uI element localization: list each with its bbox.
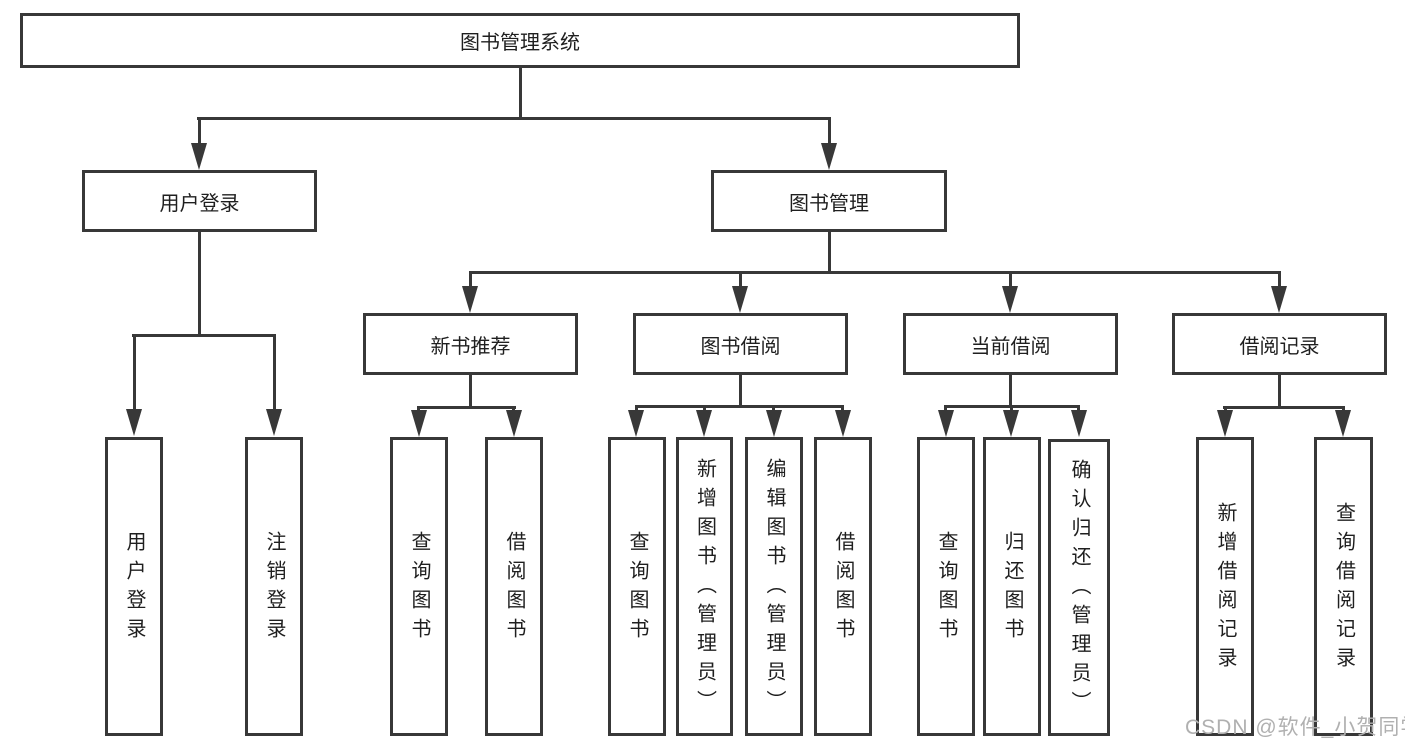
arrowhead-rec-add — [1217, 410, 1233, 437]
arrowhead-logout — [266, 409, 282, 436]
csdn-watermark: CSDN @软件_小贺同学 — [1185, 716, 1405, 739]
connector-newbooks-stem — [469, 375, 472, 408]
arrowhead-cur-query — [938, 410, 954, 437]
connector-bookmgmt-drop — [828, 117, 831, 147]
connector-login-drop — [133, 334, 136, 410]
leaf-user-login: 用户登录 — [105, 437, 163, 736]
connector-records-drop — [1278, 271, 1281, 288]
connector-borrow-rail — [635, 405, 844, 408]
arrowhead-current — [1002, 286, 1018, 313]
arrowhead-nb-borrow — [506, 410, 522, 437]
connector-current-stem — [1009, 375, 1012, 408]
connector-bw-add-drop — [703, 405, 706, 412]
connector-userlogin-rail — [132, 334, 276, 337]
arrowhead-bw-add — [696, 410, 712, 437]
connector-logout-drop — [273, 334, 276, 410]
connector-bw-edit-drop — [772, 405, 775, 412]
arrowhead-login — [126, 409, 142, 436]
arrowhead-cur-confirm — [1071, 410, 1087, 437]
connector-bw-query-drop — [635, 405, 638, 412]
connector-bookmgmt-rail — [469, 271, 1281, 274]
node-system-root: 图书管理系统 — [20, 13, 1020, 68]
leaf-bw-query-books: 查询图书 — [608, 437, 666, 736]
leaf-rec-query-borrow-record: 查询借阅记录 — [1314, 437, 1373, 736]
connector-userlogin-drop — [198, 117, 201, 147]
node-book-borrow: 图书借阅 — [633, 313, 848, 375]
connector-newbooks-rail — [417, 406, 516, 409]
connector-bw-borrow-drop — [841, 405, 844, 412]
leaf-nb-borrow-books: 借阅图书 — [485, 437, 543, 736]
connector-nb-borrow-drop — [512, 406, 515, 413]
connector-userlogin-stem — [198, 232, 201, 334]
connector-cur-return-drop — [1010, 405, 1013, 412]
arrowhead-cur-return — [1003, 410, 1019, 437]
arrowhead-userlogin — [191, 143, 207, 170]
arrowhead-bookmgmt — [821, 143, 837, 170]
leaf-bw-borrow-books: 借阅图书 — [814, 437, 872, 736]
node-user-login: 用户登录 — [82, 170, 317, 232]
connector-current-drop — [1009, 271, 1012, 288]
leaf-bw-edit-books-admin: 编辑图书（管理员） — [745, 437, 803, 736]
connector-borrow-stem — [739, 375, 742, 408]
connector-root-stem — [519, 66, 522, 118]
arrowhead-bw-query — [628, 410, 644, 437]
connector-newbooks-drop — [469, 271, 472, 288]
leaf-bw-add-books-admin: 新增图书（管理员） — [676, 437, 733, 736]
connector-records-stem — [1278, 375, 1281, 408]
leaf-cur-return-books: 归还图书 — [983, 437, 1041, 736]
connector-rec-query-drop — [1342, 406, 1345, 413]
connector-bookmgmt-stem — [828, 232, 831, 272]
connector-cur-query-drop — [944, 405, 947, 412]
arrowhead-nb-query — [411, 410, 427, 437]
node-borrow-records: 借阅记录 — [1172, 313, 1387, 375]
connector-nb-query-drop — [417, 406, 420, 413]
arrowhead-rec-query — [1335, 410, 1351, 437]
arrowhead-bw-borrow — [835, 410, 851, 437]
arrowhead-borrow — [732, 286, 748, 313]
connector-cur-confirm-drop — [1077, 405, 1080, 412]
connector-records-rail — [1223, 406, 1345, 409]
connector-rec-add-drop — [1224, 406, 1227, 413]
connector-root-rail — [197, 117, 831, 120]
node-new-book-recommend: 新书推荐 — [363, 313, 578, 375]
connector-borrow-drop — [739, 271, 742, 288]
leaf-rec-add-borrow-record: 新增借阅记录 — [1196, 437, 1254, 736]
leaf-cur-query-books: 查询图书 — [917, 437, 975, 736]
leaf-logout: 注销登录 — [245, 437, 303, 736]
arrowhead-bw-edit — [766, 410, 782, 437]
arrowhead-records — [1271, 286, 1287, 313]
arrowhead-newbooks — [462, 286, 478, 313]
leaf-cur-confirm-return-admin: 确认归还（管理员） — [1048, 439, 1110, 736]
node-current-borrow: 当前借阅 — [903, 313, 1118, 375]
leaf-nb-query-books: 查询图书 — [390, 437, 448, 736]
node-book-management: 图书管理 — [711, 170, 947, 232]
